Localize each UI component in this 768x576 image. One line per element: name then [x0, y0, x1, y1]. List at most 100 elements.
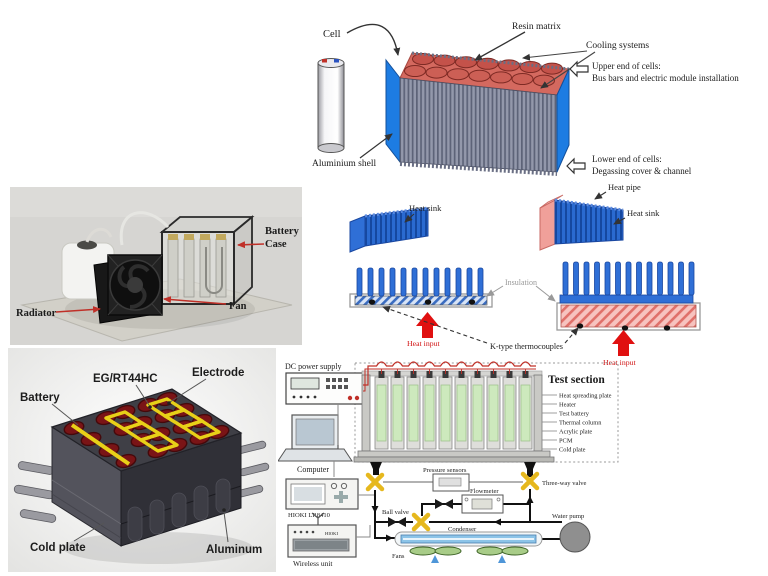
condenser-label: Condenser	[448, 526, 477, 533]
battery-cell-cylinder	[317, 58, 345, 153]
wireless-unit: HIOKI	[287, 512, 357, 558]
side-pins	[13, 440, 270, 523]
fan-label: Fan	[229, 301, 247, 312]
bus-bars	[70, 397, 221, 466]
heat-pipe-label: Heat pipe	[608, 182, 641, 192]
three-way-valve-icon	[520, 471, 540, 491]
legend-pcm: PCM	[559, 438, 573, 445]
panel-radiator-render: Battery Case Radiator Fan	[10, 187, 302, 345]
electrode-pointer	[169, 378, 207, 403]
insulation-arrow-left	[486, 285, 504, 297]
computer	[278, 414, 353, 462]
aluminium-shell-label: Aluminium shell	[312, 159, 376, 169]
aluminum-pointer	[223, 511, 229, 543]
cross-section-left	[349, 267, 493, 308]
cooling-systems-arrow-2	[540, 51, 596, 89]
thermocouple-arrow-left	[382, 305, 488, 344]
cold-plate-label: Cold plate	[30, 542, 86, 554]
condenser	[394, 531, 543, 547]
lower-note-line2: Degassing cover & channel	[592, 166, 692, 176]
test-section-legend: Heat spreading plate Heater Test battery…	[542, 393, 612, 454]
cooling-systems-arrow-1	[522, 50, 588, 61]
ball-valve-icon-left	[388, 517, 406, 527]
thermocouple-arrow-right	[564, 327, 579, 344]
three-way-valve-left-icon	[365, 472, 385, 492]
heat-sink-right-label: Heat sink	[627, 208, 660, 218]
heat-sink-3d-left	[349, 206, 429, 253]
legend-heater: Heater	[559, 402, 577, 409]
panel-pcm-render: Battery EG/RT44HC Electrode Cold plate A…	[8, 348, 276, 572]
ball-valve-label: Ball valve	[382, 509, 409, 516]
wireless-brand-text: HIOKI	[325, 531, 338, 536]
electrode-label: Electrode	[192, 367, 244, 379]
flowmeter-label: Flowmeter	[470, 488, 499, 495]
battery-case-label-2: Case	[265, 239, 287, 250]
cell-silhouettes	[127, 478, 231, 542]
wireless-unit-label: Wireless unit	[293, 559, 333, 568]
panel-heatsink-diagram: Heat sink Heat pipe Heat sink	[349, 182, 701, 367]
heat-sink-3d-right	[539, 194, 624, 251]
three-way-valve-label: Three-way valve	[542, 480, 587, 487]
dc-power-supply-label: DC power supply	[285, 362, 341, 371]
heat-input-arrow-right	[612, 330, 635, 356]
test-section-title: Test section	[548, 374, 605, 386]
battery-pointer	[51, 403, 79, 426]
pressure-sensors-label: Pressure sensors	[423, 467, 467, 474]
heat-sink-left-arrow	[404, 213, 415, 223]
power-wiring	[363, 361, 536, 392]
heat-pipe-arrow	[594, 191, 607, 200]
fan-arrow	[163, 296, 227, 305]
legend-cold-plate: Cold plate	[559, 447, 586, 454]
thermocouples-label: K-type thermocouples	[490, 342, 563, 351]
test-battery-cells	[374, 371, 533, 450]
fan-airflow-arrow-1	[431, 555, 439, 563]
aluminum-label: Aluminum	[206, 544, 262, 556]
upper-end-block-arrow-icon	[569, 60, 589, 78]
heat-input-left-label: Heat input	[407, 339, 441, 348]
battery-rack	[353, 370, 555, 475]
pressure-sensors	[432, 473, 470, 492]
insulation-arrow-right	[535, 285, 556, 302]
cross-section-right	[556, 261, 701, 331]
signal-wires	[333, 404, 375, 538]
datalogger	[285, 478, 359, 510]
flowmeter	[461, 494, 504, 514]
heat-input-arrow-left	[416, 312, 439, 338]
mixing-valve-icon	[411, 512, 431, 532]
radiator-label: Radiator	[16, 308, 57, 319]
pcm-pointer	[135, 384, 150, 406]
legend-acrylic-plate: Acrylic plate	[559, 429, 592, 436]
lower-note-line1: Lower end of cells:	[592, 154, 662, 164]
insulation-label: Insulation	[505, 278, 537, 287]
legend-heat-spreading-plate: Heat spreading plate	[559, 393, 612, 400]
condenser-fans	[409, 546, 529, 563]
datalogger-label: HIOKI LR8410	[288, 512, 331, 519]
cold-plate-pointer	[73, 522, 105, 542]
battery-case-arrow	[237, 241, 265, 249]
fans-label: Fans	[392, 553, 405, 560]
lower-end-block-arrow-icon	[566, 157, 586, 175]
battery-case-label-1: Battery	[265, 226, 300, 237]
pcm-label: EG/RT44HC	[93, 373, 158, 385]
legend-test-battery: Test battery	[559, 411, 590, 418]
panel-module-diagram: Cell Resin matrix Cooling systems	[312, 22, 739, 176]
cooling-systems-label: Cooling systems	[586, 41, 649, 51]
cell-pointer-arrow	[346, 23, 401, 56]
water-pump-label: Water pump	[552, 513, 585, 520]
water-pump	[559, 521, 591, 553]
aluminium-shell-arrow	[359, 133, 393, 159]
fan-airflow-arrow-2	[498, 555, 506, 563]
heat-sink-left-label: Heat sink	[409, 203, 442, 213]
dc-power-supply	[285, 372, 364, 405]
radiator-arrow	[55, 305, 101, 313]
heat-sink-right-arrow	[613, 217, 626, 225]
pcm-pack-3d	[13, 388, 270, 547]
resin-matrix-label: Resin matrix	[512, 22, 561, 32]
coolant-hose	[119, 211, 170, 246]
panel-test-rig: Test section DC power supply Computer HI…	[278, 361, 619, 568]
battery-case	[159, 215, 255, 307]
upper-note-line2: Bus bars and electric module installatio…	[592, 73, 739, 83]
battery-label: Battery	[20, 392, 60, 404]
radiator-fan	[93, 254, 163, 324]
